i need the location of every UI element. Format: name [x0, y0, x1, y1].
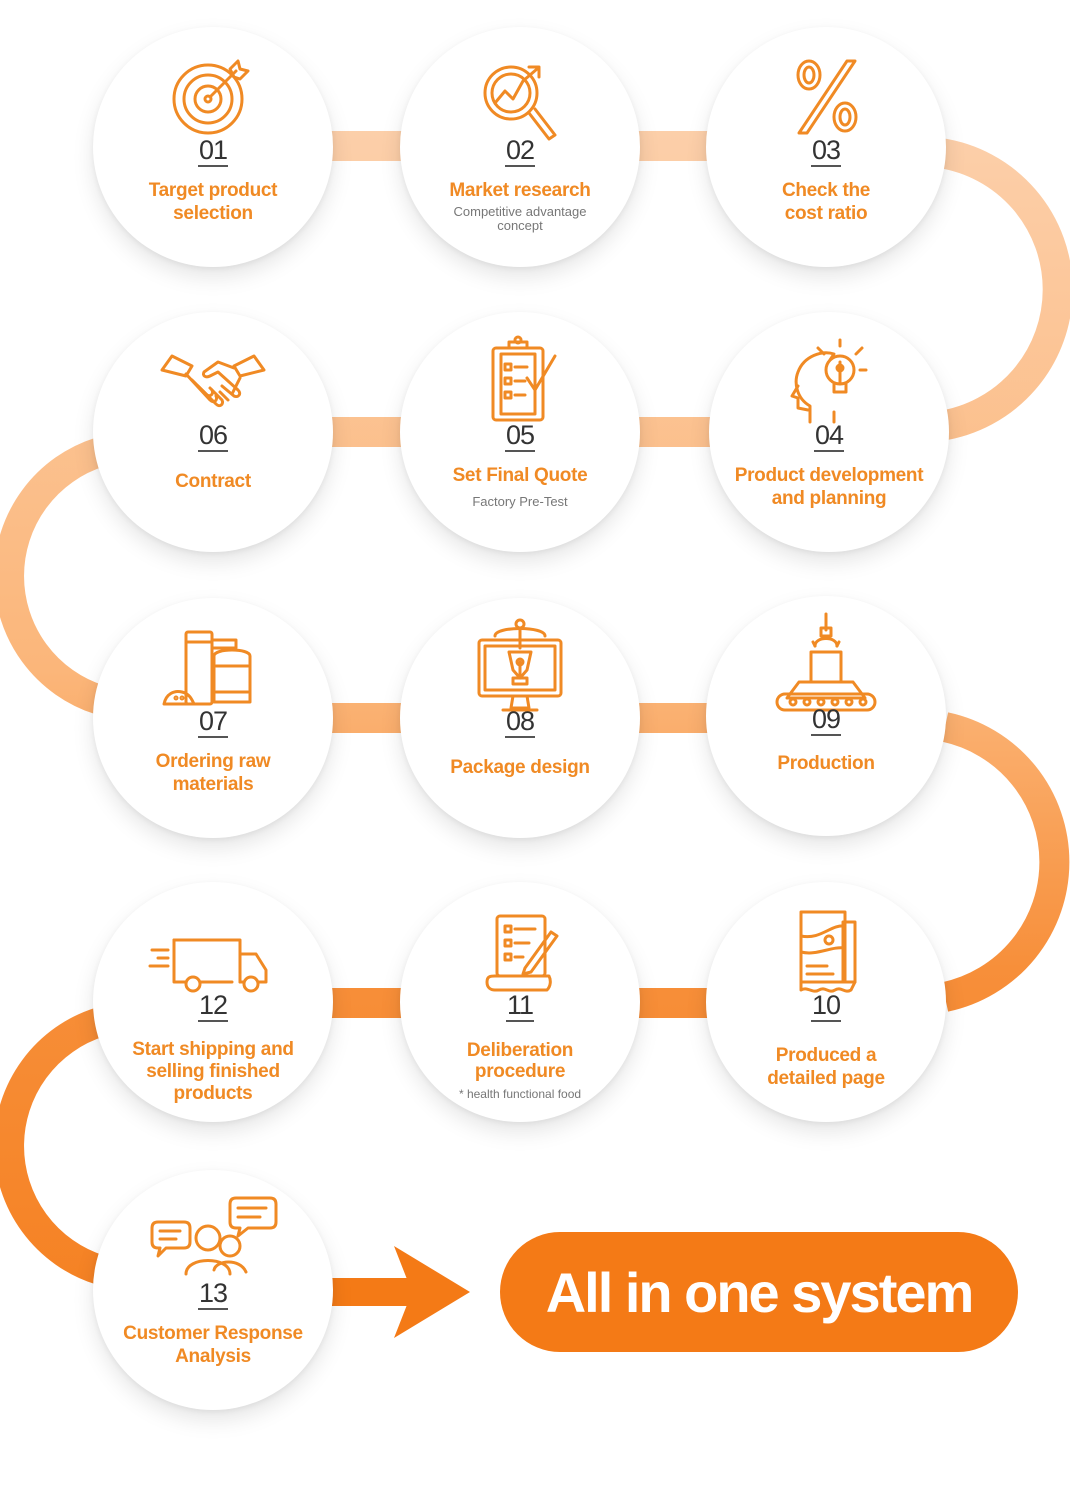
step-08: 08 Package design [400, 598, 640, 838]
step-number: 07 [197, 707, 228, 739]
delivery-truck-icon [148, 896, 278, 1006]
step-subtitle: Competitive advantage concept [453, 204, 587, 233]
all-in-one-banner: All in one system [500, 1232, 1018, 1352]
raw-materials-icon [158, 612, 268, 722]
step-02: 02 Market research Competitive advantage… [400, 27, 640, 267]
step-title: Package design [450, 757, 590, 778]
step-number: 01 [197, 136, 228, 168]
step-number: 13 [197, 1279, 228, 1311]
target-icon [158, 41, 268, 151]
flow-arrow-icon [332, 1246, 470, 1338]
step-number: 02 [504, 136, 535, 168]
handshake-icon [158, 326, 268, 436]
step-title: Start shipping and selling finished prod… [132, 1039, 294, 1104]
idea-head-icon [774, 326, 884, 436]
step-number: 03 [810, 136, 841, 168]
step-09: 09 Production [706, 596, 946, 836]
step-subtitle: Factory Pre-Test [472, 494, 568, 509]
step-title: Ordering raw materials [155, 751, 271, 795]
step-title: Customer Response Analysis [123, 1323, 303, 1367]
step-title: Market research [449, 180, 591, 201]
step-05: 05 Set Final Quote Factory Pre-Test [400, 312, 640, 552]
customer-chat-icon [148, 1184, 278, 1294]
step-07: 07 Ordering raw materials [93, 598, 333, 838]
market-research-icon [465, 41, 575, 151]
step-number: 06 [197, 421, 228, 453]
document-pen-icon [465, 896, 575, 1006]
step-title: Set Final Quote [452, 465, 588, 486]
step-title: Check the cost ratio [781, 180, 871, 224]
step-title: Target product selection [148, 180, 278, 224]
step-number: 10 [810, 991, 841, 1023]
step-number: 05 [504, 421, 535, 453]
step-title: Contract [175, 471, 251, 492]
step-13: 13 Customer Response Analysis [93, 1170, 333, 1410]
step-number: 12 [197, 991, 228, 1023]
step-11: 11 Deliberation procedure * health funct… [400, 882, 640, 1122]
detail-page-icon [771, 896, 881, 1006]
step-title: Product development and planning [734, 465, 924, 509]
step-10: 10 Produced a detailed page [706, 882, 946, 1122]
step-number: 11 [505, 991, 534, 1023]
step-06: 06 Contract [93, 312, 333, 552]
step-number: 08 [504, 707, 535, 739]
design-monitor-icon [465, 612, 575, 722]
step-01: 01 Target product selection [93, 27, 333, 267]
step-subtitle: * health functional food [458, 1087, 582, 1101]
step-number: 09 [810, 705, 841, 737]
step-03: 03 Check the cost ratio [706, 27, 946, 267]
conveyor-icon [771, 610, 881, 720]
step-12: 12 Start shipping and selling finished p… [93, 882, 333, 1122]
checklist-clipboard-icon [465, 326, 575, 436]
step-title: Produced a detailed page [767, 1045, 885, 1089]
percent-icon [771, 41, 881, 151]
step-04: 04 Product development and planning [709, 312, 949, 552]
step-title: Production [777, 753, 875, 774]
step-title: Deliberation procedure [466, 1040, 574, 1082]
step-number: 04 [813, 421, 844, 453]
